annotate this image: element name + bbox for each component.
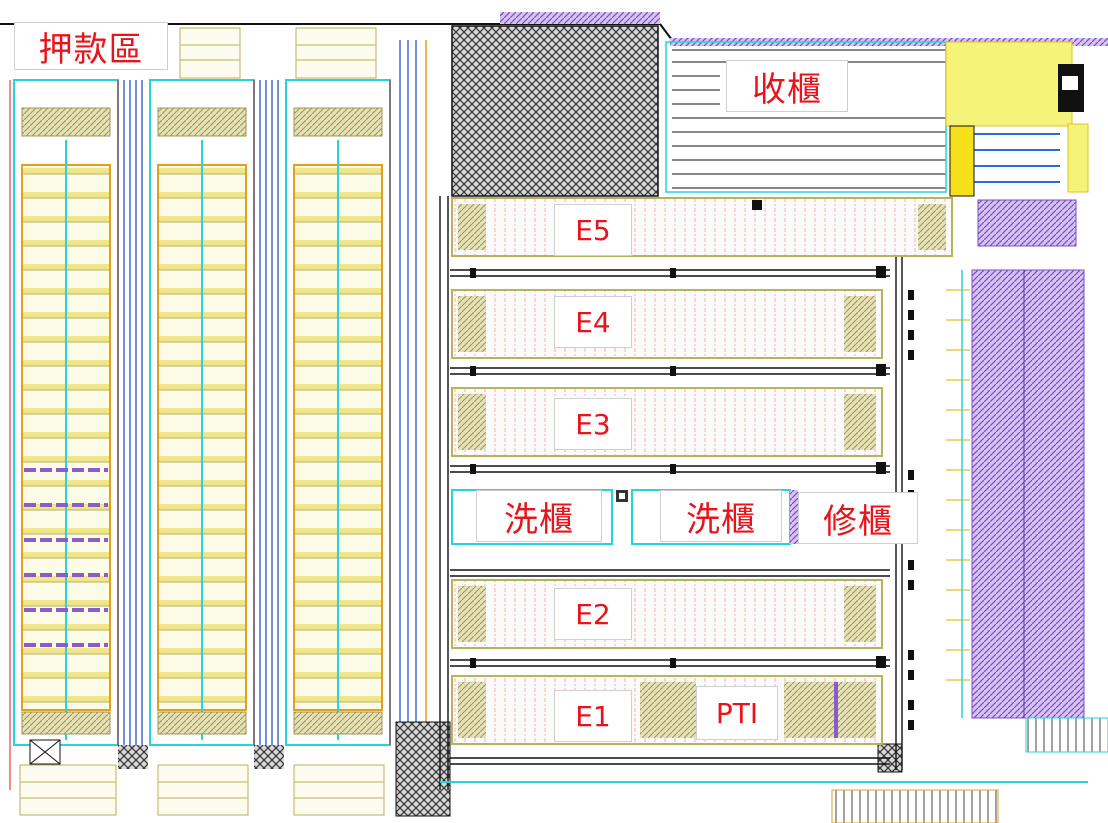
block-e3-area <box>451 387 883 457</box>
left-stacking-area <box>9 27 427 816</box>
label-block-e2: E2 <box>554 588 632 640</box>
label-wash-left: 洗櫃 <box>476 490 602 542</box>
label-wash-right: 洗櫃 <box>660 490 782 542</box>
purple-hatch-large <box>971 269 1085 719</box>
top-hatch-strip <box>500 12 660 24</box>
crosshatch-block-top <box>451 25 659 197</box>
label-block-e3: E3 <box>554 398 632 450</box>
label-repair-area: 修櫃 <box>798 492 918 544</box>
label-block-e5: E5 <box>554 204 632 256</box>
yellow-receive-pad <box>945 41 1073 127</box>
block-e1-area <box>451 675 883 745</box>
block-e2-area <box>451 579 883 649</box>
receive-area <box>672 49 946 189</box>
block-e5-area <box>451 197 953 257</box>
crosshatch-block-bottom <box>395 721 451 817</box>
block-e4-area <box>451 289 883 359</box>
label-pti-area: PTI <box>696 686 778 740</box>
label-block-e1: E1 <box>554 690 632 742</box>
label-deposit-area: 押款區 <box>14 22 168 70</box>
purple-hatch-small <box>977 199 1077 247</box>
label-receive-area: 收櫃 <box>726 60 848 112</box>
label-block-e4: E4 <box>554 296 632 348</box>
